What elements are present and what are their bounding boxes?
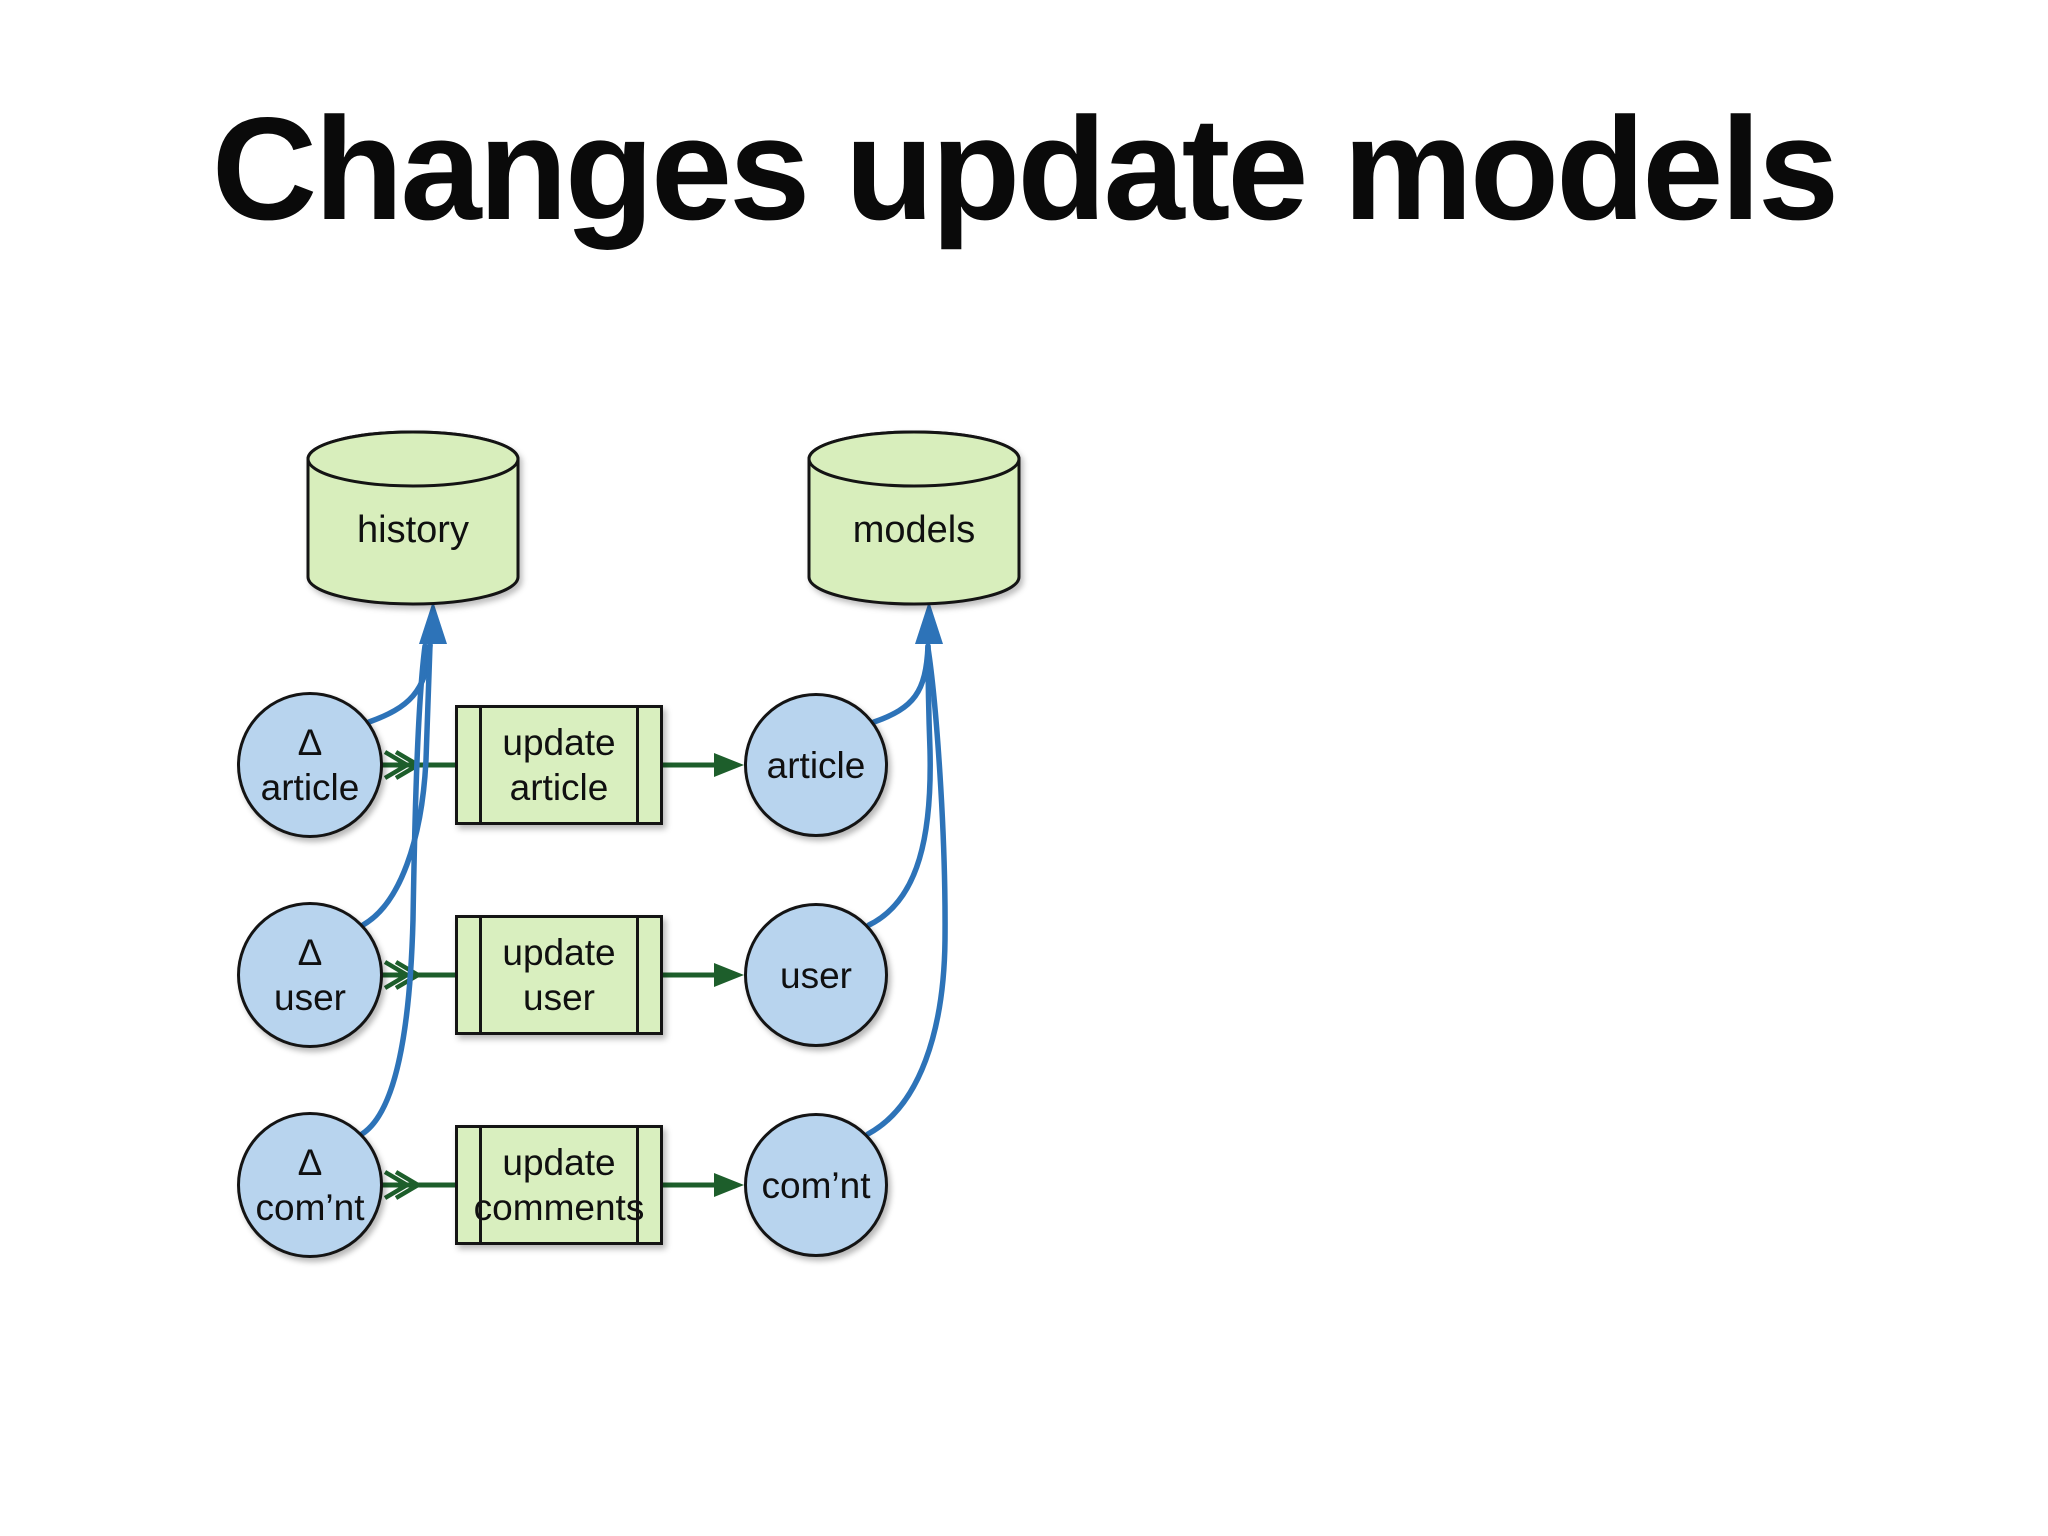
- process-label-line1: update: [502, 1142, 616, 1183]
- datastore-history: history: [305, 428, 521, 608]
- datastore-label: models: [852, 509, 976, 551]
- chevron-icon: [383, 750, 412, 780]
- node-label: Δ user: [274, 930, 346, 1020]
- arrowhead-icon: [714, 963, 744, 987]
- flow-process-to-article: [663, 753, 744, 777]
- node-delta-user: Δ user: [237, 902, 383, 1048]
- database-cylinder-icon: [807, 430, 1021, 606]
- arrowhead-icon: [419, 601, 447, 644]
- flow-delta-user-to-process: [382, 960, 458, 990]
- log-curve-delta-comment: [359, 643, 428, 1137]
- chevron-icon: [394, 960, 423, 990]
- arrowhead-icon: [714, 1173, 744, 1197]
- node-user: user: [744, 903, 888, 1047]
- log-curve-article: [871, 643, 931, 725]
- process-label-line1: update: [502, 932, 616, 973]
- process-label-line2: article: [509, 767, 609, 808]
- process-update-comments: update comments: [455, 1125, 663, 1245]
- log-arrows-to-models: [865, 601, 948, 1137]
- delta-symbol: Δ: [297, 932, 323, 973]
- cylinder-top: [807, 430, 1021, 488]
- process-inset-line: [479, 708, 482, 822]
- delta-name: com’nt: [255, 1187, 365, 1228]
- node-label: Δ com’nt: [256, 1140, 365, 1230]
- process-label: update comments: [474, 1140, 645, 1230]
- delta-name: user: [274, 977, 346, 1018]
- chevron-icon: [383, 960, 412, 990]
- flow-process-to-user: [663, 963, 744, 987]
- datastore-models: models: [806, 428, 1022, 608]
- log-curve-comment: [865, 645, 948, 1137]
- log-curve-delta-user: [360, 642, 433, 928]
- node-label: user: [780, 954, 852, 996]
- flow-delta-comment-to-process: [382, 1170, 458, 1200]
- node-article: article: [744, 693, 888, 837]
- arrowhead-icon: [714, 753, 744, 777]
- node-label: article: [766, 744, 866, 786]
- delta-symbol: Δ: [297, 722, 323, 763]
- node-label: Δ article: [261, 720, 360, 810]
- process-label: update user: [502, 930, 615, 1020]
- delta-name: article: [260, 767, 360, 808]
- process-inset-line: [636, 708, 639, 822]
- datastore-label: history: [357, 509, 469, 551]
- chevron-icon: [394, 1170, 423, 1200]
- arrowhead-icon: [915, 601, 943, 644]
- node-comment: com’nt: [744, 1113, 888, 1257]
- chevron-icon: [383, 1170, 412, 1200]
- slide-title: Changes update models: [211, 87, 1839, 250]
- process-update-article: update article: [455, 705, 663, 825]
- node-label: com’nt: [761, 1164, 871, 1206]
- database-cylinder-icon: [306, 430, 520, 606]
- process-label-line2: comments: [473, 1187, 645, 1228]
- node-delta-comment: Δ com’nt: [237, 1112, 383, 1258]
- process-inset-line: [479, 1128, 482, 1242]
- process-label-line2: user: [523, 977, 595, 1018]
- node-delta-article: Δ article: [237, 692, 383, 838]
- process-label: update article: [502, 720, 615, 810]
- process-label-line1: update: [502, 722, 616, 763]
- cylinder-top: [306, 430, 520, 488]
- process-inset-line: [636, 918, 639, 1032]
- flow-process-to-comment: [663, 1173, 744, 1197]
- process-update-user: update user: [455, 915, 663, 1035]
- process-inset-line: [479, 918, 482, 1032]
- log-arrows-to-history: [359, 601, 447, 1137]
- process-inset-line: [636, 1128, 639, 1242]
- log-curve-user: [866, 643, 933, 928]
- delta-symbol: Δ: [297, 1142, 323, 1183]
